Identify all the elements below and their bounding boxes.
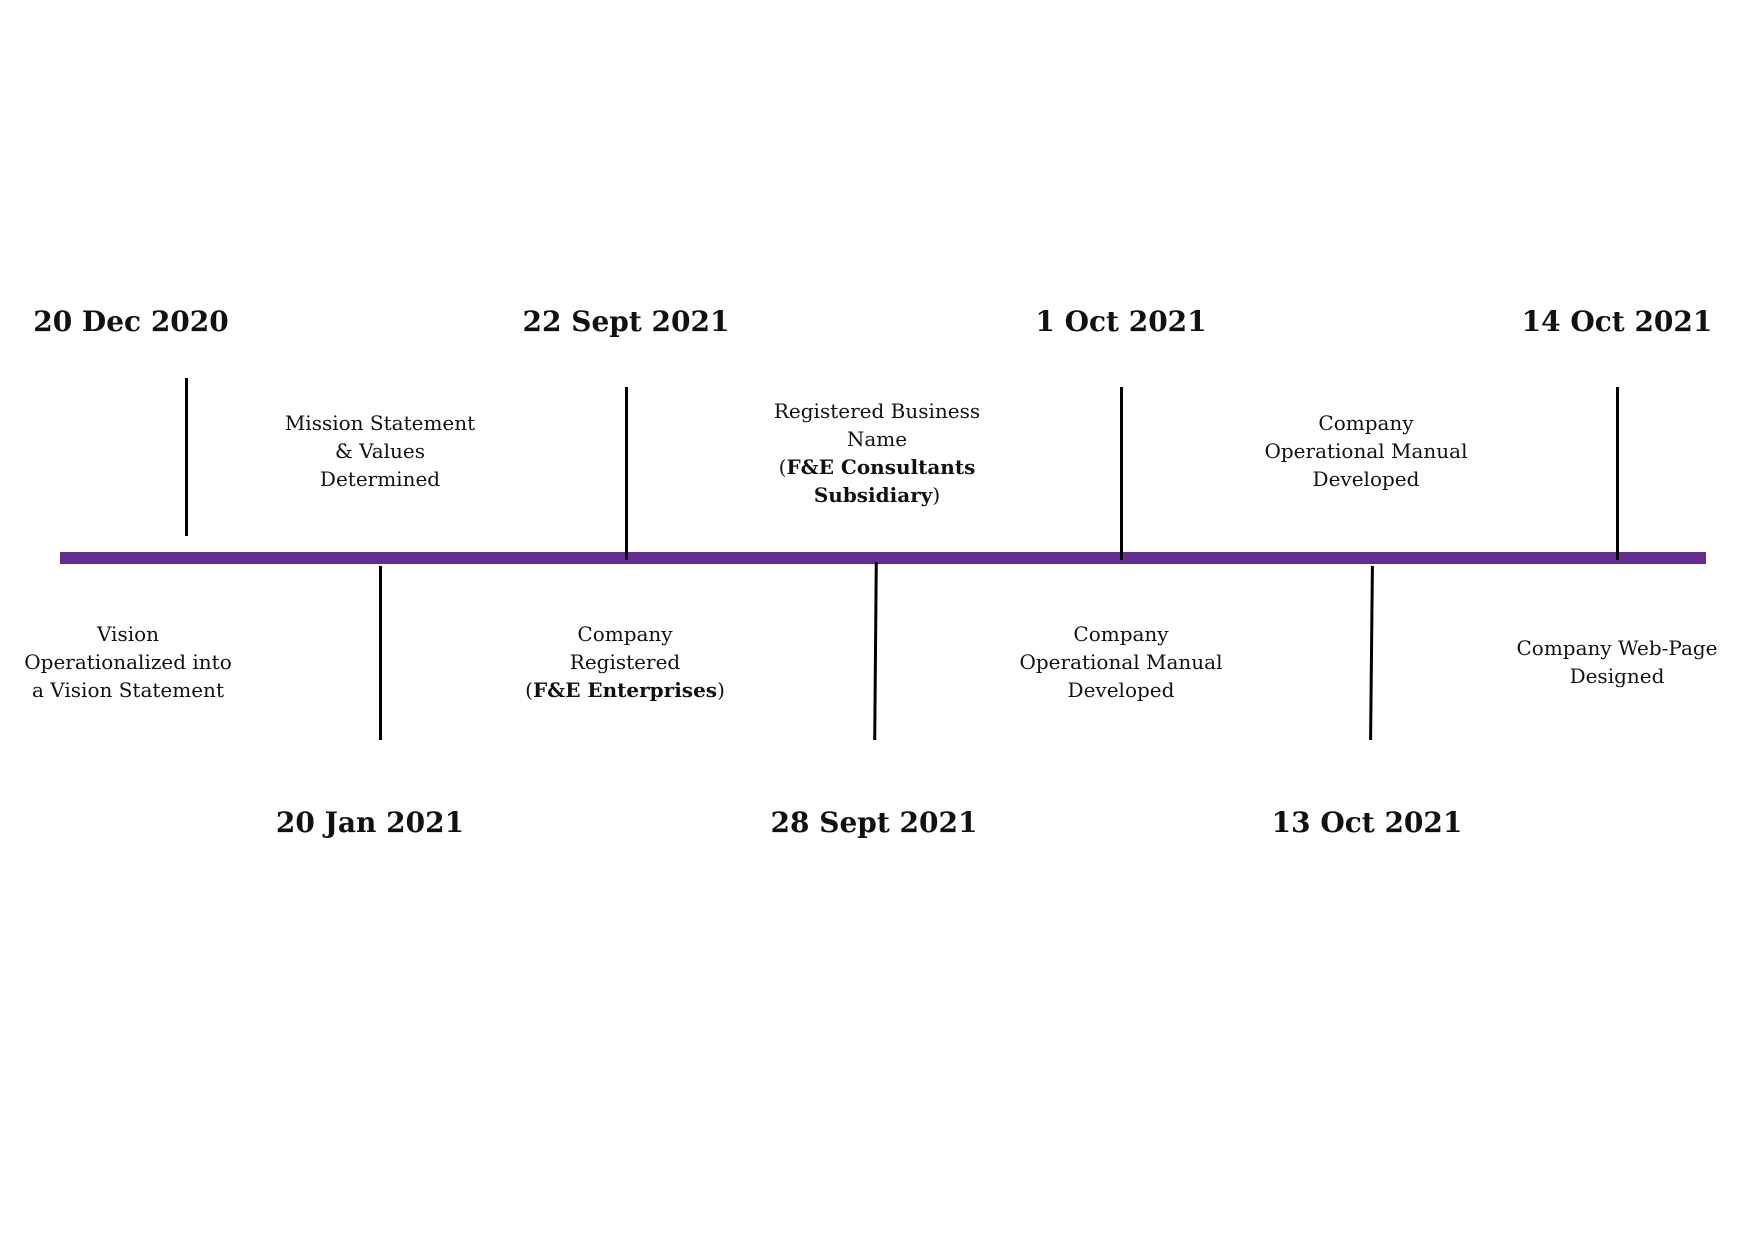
description-line: Operationalized into xyxy=(24,650,232,674)
date-label: 20 Dec 2020 xyxy=(33,305,229,338)
date-label: 28 Sept 2021 xyxy=(770,806,978,839)
description-line: Developed xyxy=(1312,467,1420,491)
tick-1-oct-2021 xyxy=(1120,387,1123,560)
tick-28-sept-2021 xyxy=(873,561,878,741)
description-line: a Vision Statement xyxy=(32,678,224,702)
timeline-bar xyxy=(60,552,1706,564)
description-line: Company xyxy=(1073,622,1169,646)
description-line: Mission Statement xyxy=(284,411,476,435)
date-label: 20 Jan 2021 xyxy=(275,806,465,839)
tick-20-dec-2020 xyxy=(185,378,188,536)
description-line: Name xyxy=(846,427,908,451)
description-line: Developed xyxy=(1067,678,1175,702)
date-label: 13 Oct 2021 xyxy=(1271,806,1463,839)
tick-22-sept-2021 xyxy=(625,387,628,560)
description-line: Company xyxy=(1318,411,1414,435)
event-description: Mission Statement & Values Determined xyxy=(260,409,500,493)
tick-20-jan-2021 xyxy=(379,566,382,740)
event-description: Registered Business Name (F&E Consultant… xyxy=(752,397,1002,509)
event-description: Company Web-Page Designed xyxy=(1497,634,1737,690)
description-line: & Values xyxy=(334,439,426,463)
date-label: 1 Oct 2021 xyxy=(1035,305,1207,338)
event-description: Company Operational Manual Developed xyxy=(1001,620,1241,704)
event-description: Company Operational Manual Developed xyxy=(1246,409,1486,493)
date-label: 14 Oct 2021 xyxy=(1521,305,1713,338)
description-line: Determined xyxy=(319,467,441,491)
date-label: 22 Sept 2021 xyxy=(522,305,730,338)
event-description: Vision Operationalized into a Vision Sta… xyxy=(8,620,248,704)
description-line: Operational Manual xyxy=(1019,650,1223,674)
tick-13-oct-2021 xyxy=(1369,565,1374,741)
description-line: Vision xyxy=(96,622,160,646)
description-line: Operational Manual xyxy=(1264,439,1468,463)
description-line: Company Web-Page xyxy=(1516,636,1718,660)
description-line: Registered xyxy=(569,650,681,674)
description-line: (F&E Enterprises) xyxy=(525,678,725,702)
description-line: Registered Business xyxy=(773,399,981,423)
description-line: Company xyxy=(577,622,673,646)
description-line: (F&E Consultants xyxy=(778,455,976,479)
description-line: Subsidiary) xyxy=(813,483,941,507)
event-description: Company Registered (F&E Enterprises) xyxy=(505,620,745,704)
tick-14-oct-2021 xyxy=(1616,387,1619,560)
description-line: Designed xyxy=(1569,664,1665,688)
